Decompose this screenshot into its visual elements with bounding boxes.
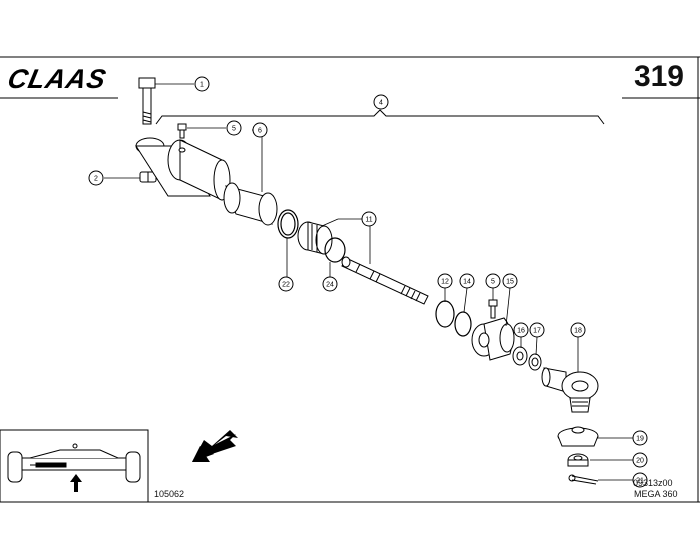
grease-nipple-part (177, 123, 498, 319)
leader-lines (104, 83, 634, 481)
washer-17-part (528, 353, 542, 371)
callout-18: 18 (574, 328, 582, 335)
o-ring-part (324, 237, 346, 263)
model-name: MEGA 360 (634, 489, 678, 499)
page-number: 319 (633, 60, 684, 93)
ring-14-part (454, 311, 472, 337)
callout-24: 24 (326, 282, 334, 289)
callout-6: 6 (258, 128, 262, 135)
castle-nut-part (567, 453, 589, 467)
cylinder-head-part (471, 317, 515, 361)
callout-16: 16 (517, 328, 525, 335)
bolt-part (138, 77, 156, 125)
callout-2: 2 (94, 176, 98, 183)
callout-4: 4 (379, 100, 383, 107)
callout-14: 14 (463, 279, 471, 286)
assembly-bracket (155, 109, 605, 125)
callout-11: 11 (365, 217, 372, 224)
callout-20: 20 (636, 458, 644, 465)
ring-12-part (435, 300, 455, 328)
piston-rod-part (341, 256, 429, 305)
callout-22: 22 (282, 282, 290, 289)
callout-15: 15 (506, 279, 514, 286)
seal-ring-part (277, 209, 299, 239)
travel-direction-icon (192, 430, 238, 462)
callout-5a: 5 (232, 126, 236, 133)
piston-part (297, 221, 333, 255)
callout-19: 19 (636, 436, 644, 443)
callout-labels: 1 2 4 5 6 11 12 14 5 15 16 17 18 19 20 2… (94, 82, 644, 485)
ball-joint-part (541, 367, 599, 413)
inset-pointer-arrow-icon (70, 474, 82, 492)
boot-part (557, 426, 599, 447)
callout-17: 17 (533, 328, 541, 335)
callout-21: 21 (636, 478, 644, 485)
callout-1: 1 (200, 82, 204, 89)
tube-part (135, 137, 278, 226)
callout-12: 12 (441, 279, 449, 286)
drawing-code: 09313z00 (633, 478, 673, 488)
callout-5b: 5 (491, 279, 495, 286)
washer-16-part (512, 346, 528, 366)
inset-code: 105062 (154, 489, 185, 499)
callout-circles (88, 76, 648, 488)
axle-inset-drawing (7, 443, 141, 483)
cotter-pin-part (568, 474, 599, 485)
